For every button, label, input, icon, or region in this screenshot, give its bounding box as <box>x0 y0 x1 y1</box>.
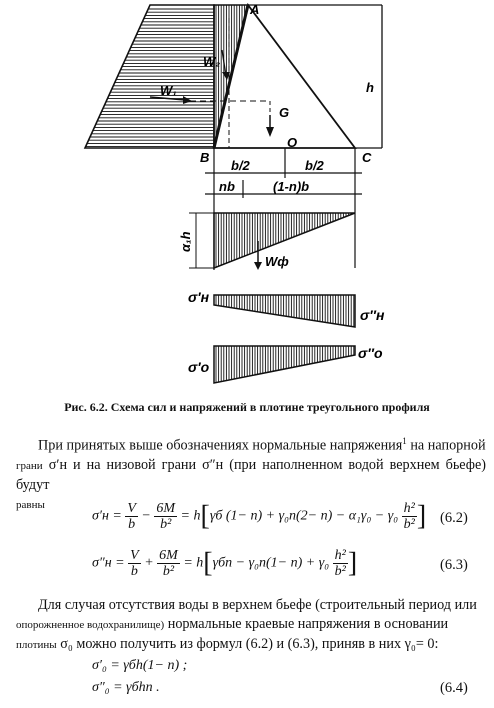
figure-caption: Рис. 6.2. Схема сил и напряжений в плоти… <box>64 400 430 414</box>
paragraph-empty-reservoir: Для случая отсутствия воды в верхнем бье… <box>16 597 477 652</box>
point-A-label: A <box>249 2 259 17</box>
equation-6-4a: σ′₀ = γбh(1− n) ; <box>92 658 188 673</box>
point-C-label: C <box>362 150 372 165</box>
equation-number-6-3: (6.3) <box>440 557 468 573</box>
dam-stress-diagram: A B C O h G W₁ W₂ Wф b/2 b/2 nb (1-n)b α… <box>83 2 385 384</box>
sigma-o-prime-label: σ′о <box>188 359 210 375</box>
half-base-right-label: b/2 <box>305 158 325 173</box>
alpha-h-label: α₁h <box>178 231 193 252</box>
stress-diagram-empty <box>213 345 356 384</box>
force-W1-label: W₁ <box>160 83 177 98</box>
sigma-n-prime-label: σ′н <box>188 289 210 305</box>
water-pressure-triangle <box>83 4 215 149</box>
equation-6-4b: σ″₀ = γбhn . <box>92 680 160 695</box>
force-W2-label: W₂ <box>203 54 220 69</box>
stress-diagram-full <box>213 294 356 328</box>
uplift-Wf-label: Wф <box>265 254 289 269</box>
point-O-label: O <box>287 135 297 150</box>
equation-number-6-2: (6.2) <box>440 510 468 526</box>
equation-number-6-4: (6.4) <box>440 680 468 696</box>
paragraph-intro: При принятых выше обозначениях нормальны… <box>16 436 486 511</box>
uplift-diagram <box>189 212 356 270</box>
one-minus-n-b-label: (1-n)b <box>273 179 309 194</box>
sigma-n-double-prime-label: σ″н <box>360 307 385 323</box>
gravity-G-label: G <box>279 105 289 120</box>
height-h-label: h <box>366 80 374 95</box>
point-B-label: B <box>200 150 209 165</box>
half-base-left-label: b/2 <box>231 158 251 173</box>
nb-label: nb <box>219 179 235 194</box>
sigma-o-double-prime-label: σ″о <box>358 345 383 361</box>
